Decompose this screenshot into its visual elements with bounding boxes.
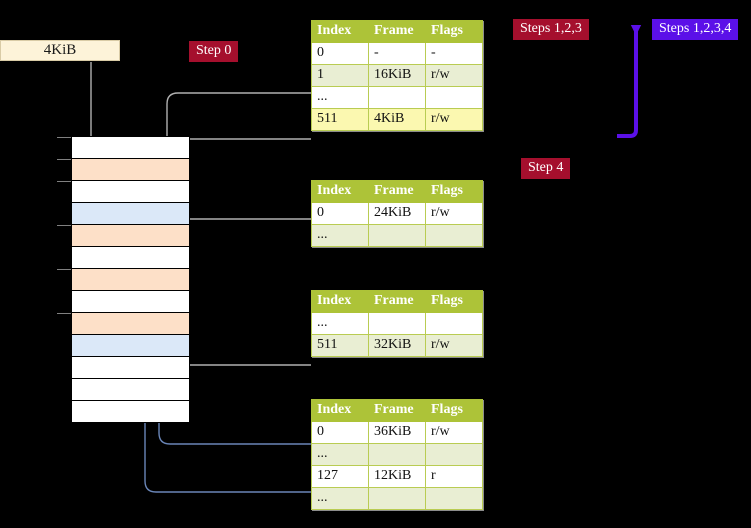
memory-block	[71, 158, 190, 181]
column-header-flags: Flags	[425, 180, 483, 203]
memory-block	[71, 136, 190, 159]
column-header-frame: Frame	[368, 399, 426, 422]
memory-block	[71, 180, 190, 203]
table-row[interactable]: 0 - -	[311, 42, 483, 65]
column-header-flags: Flags	[425, 290, 483, 313]
badge-steps-1234: Steps 1,2,3,4	[652, 19, 739, 40]
badge-steps-123: Steps 1,2,3	[513, 19, 589, 40]
column-header-index: Index	[311, 180, 369, 203]
memory-tick	[57, 181, 71, 182]
table-header-row: Index Frame Flags	[311, 180, 483, 203]
memory-tick	[57, 137, 71, 138]
page-table-pml4: Index Frame Flags 0 - - 1 16KiB r/w ...	[311, 20, 483, 131]
cell-index: ...	[311, 487, 369, 510]
cell-flags	[425, 224, 483, 247]
cell-frame: 36KiB	[368, 421, 426, 444]
cell-frame: 4KiB	[368, 108, 426, 131]
cell-index: 0	[311, 202, 369, 225]
cell-frame	[368, 86, 426, 109]
memory-block	[71, 356, 190, 379]
column-header-frame: Frame	[368, 180, 426, 203]
memory-block	[71, 224, 190, 247]
column-header-index: Index	[311, 399, 369, 422]
cell-index: 511	[311, 108, 369, 131]
table-row[interactable]: ...	[311, 224, 483, 247]
cell-flags	[425, 443, 483, 466]
cell-index: ...	[311, 312, 369, 335]
cell-frame: 12KiB	[368, 465, 426, 488]
memory-tick	[57, 313, 71, 314]
cell-frame: 24KiB	[368, 202, 426, 225]
table-row[interactable]: ...	[311, 487, 483, 510]
cell-frame: 32KiB	[368, 334, 426, 357]
memory-tick	[57, 159, 71, 160]
table-row[interactable]: ...	[311, 443, 483, 466]
cell-flags: r/w	[425, 202, 483, 225]
cell-flags	[425, 312, 483, 335]
column-header-flags: Flags	[425, 20, 483, 43]
memory-block	[71, 268, 190, 291]
table-header-row: Index Frame Flags	[311, 399, 483, 422]
memory-block	[71, 202, 190, 225]
memory-block	[71, 378, 190, 401]
page-table-pdp: Index Frame Flags 0 24KiB r/w ...	[311, 180, 483, 247]
column-header-flags: Flags	[425, 399, 483, 422]
wire-pd-to-block	[172, 314, 311, 366]
memory-block	[71, 334, 190, 357]
memory-tick	[57, 269, 71, 270]
column-header-frame: Frame	[368, 20, 426, 43]
cell-flags: r/w	[425, 108, 483, 131]
table-header-row: Index Frame Flags	[311, 20, 483, 43]
cell-index: ...	[311, 224, 369, 247]
page-table-pt: Index Frame Flags 0 36KiB r/w ... 127 12…	[311, 399, 483, 510]
cell-index: 511	[311, 334, 369, 357]
wire-pdp-to-block	[178, 218, 311, 268]
cell-index: 0	[311, 421, 369, 444]
cell-index: 1	[311, 64, 369, 87]
cell-flags: r/w	[425, 334, 483, 357]
cell-frame	[368, 224, 426, 247]
table-row[interactable]: 127 12KiB r	[311, 465, 483, 488]
cell-flags: r/w	[425, 64, 483, 87]
memory-block	[71, 246, 190, 269]
memory-block	[71, 290, 190, 313]
table-row[interactable]: ...	[311, 86, 483, 109]
memory-block	[71, 312, 190, 335]
cell-flags: r	[425, 465, 483, 488]
table-row[interactable]: ...	[311, 312, 483, 335]
table-row[interactable]: 511 4KiB r/w	[311, 108, 483, 131]
table-row[interactable]: 1 16KiB r/w	[311, 64, 483, 87]
physical-memory-column	[71, 136, 190, 423]
cell-index: 127	[311, 465, 369, 488]
cell-flags	[425, 86, 483, 109]
column-header-index: Index	[311, 20, 369, 43]
column-header-index: Index	[311, 290, 369, 313]
table-header-row: Index Frame Flags	[311, 290, 483, 313]
memory-block	[71, 400, 190, 423]
cell-flags	[425, 487, 483, 510]
cell-frame	[368, 487, 426, 510]
cell-index: ...	[311, 443, 369, 466]
size-label-4kib: 4KiB	[0, 40, 120, 61]
cell-flags: r/w	[425, 421, 483, 444]
cell-frame: -	[368, 42, 426, 65]
table-row[interactable]: 0 36KiB r/w	[311, 421, 483, 444]
cell-flags: -	[425, 42, 483, 65]
badge-step-0: Step 0	[189, 41, 239, 62]
cell-frame	[368, 443, 426, 466]
page-table-pd: Index Frame Flags ... 511 32KiB r/w	[311, 290, 483, 357]
cell-index: 0	[311, 42, 369, 65]
table-row[interactable]: 511 32KiB r/w	[311, 334, 483, 357]
cell-frame	[368, 312, 426, 335]
table-row[interactable]: 0 24KiB r/w	[311, 202, 483, 225]
badge-step-4: Step 4	[521, 158, 571, 179]
memory-tick	[57, 225, 71, 226]
wire-steps-1234-bracket	[617, 25, 642, 138]
cell-frame: 16KiB	[368, 64, 426, 87]
column-header-frame: Frame	[368, 290, 426, 313]
cell-index: ...	[311, 86, 369, 109]
